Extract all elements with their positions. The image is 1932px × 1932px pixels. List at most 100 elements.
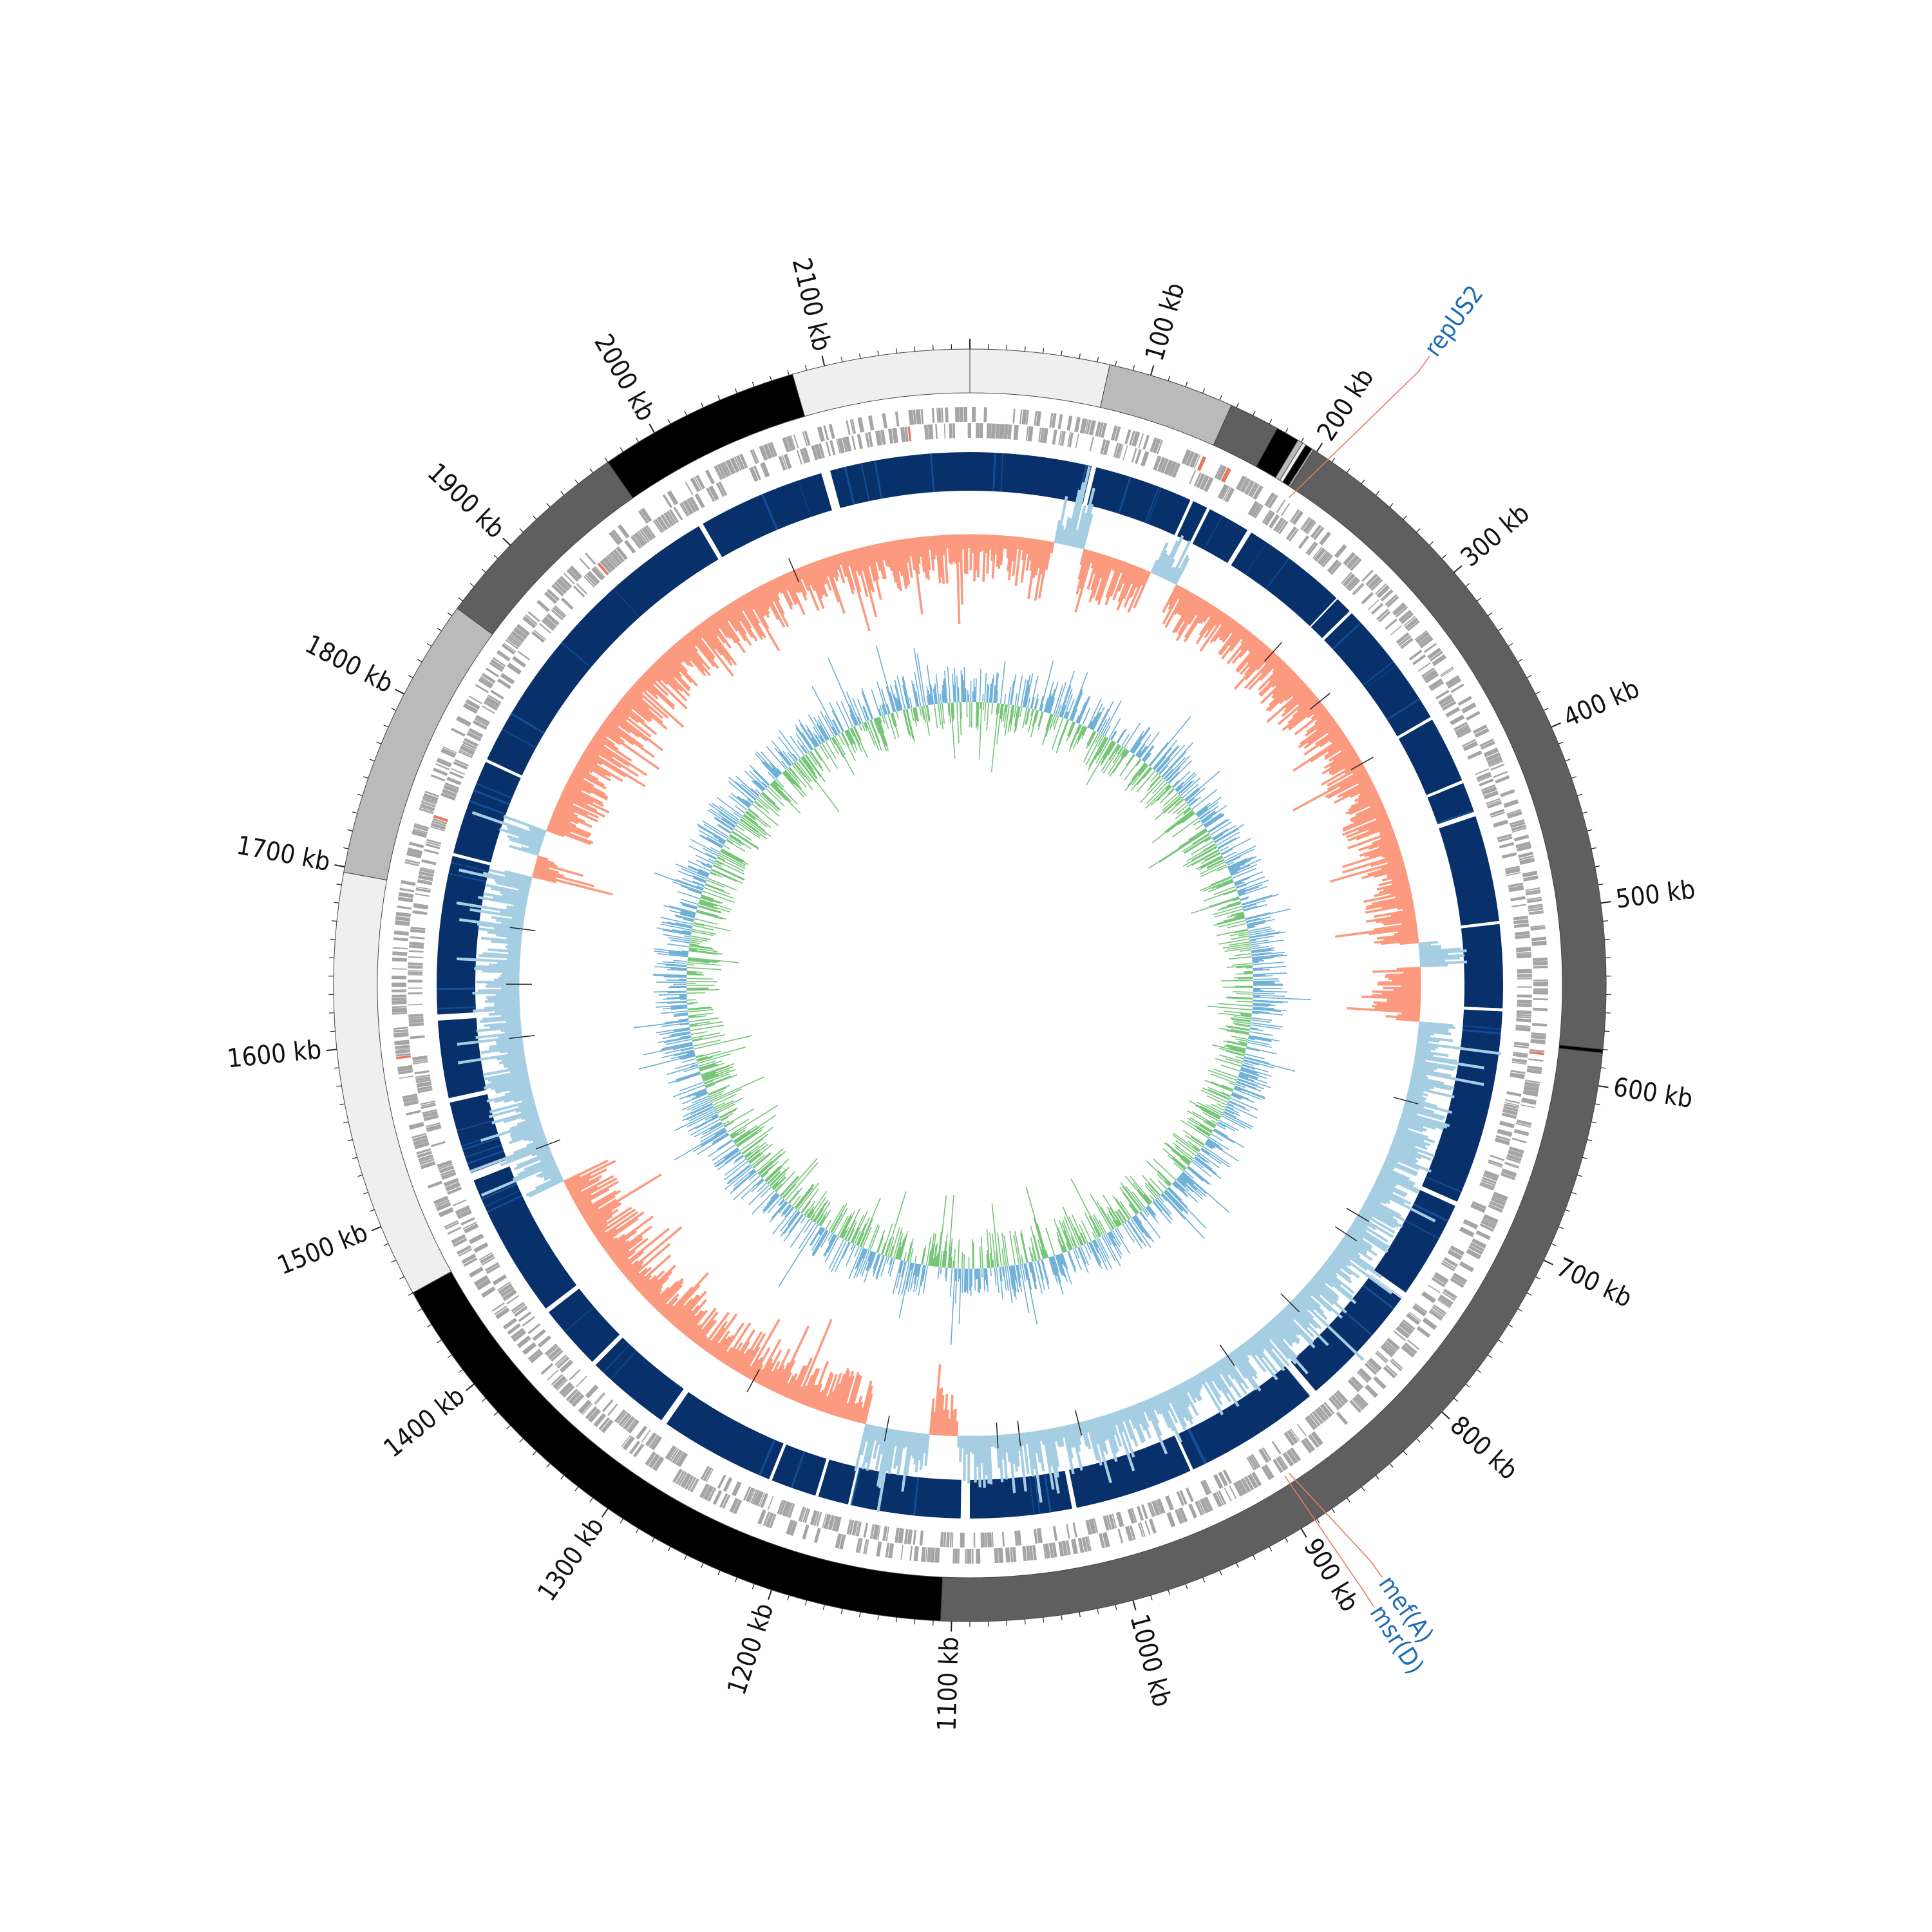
gc-content-high	[879, 705, 884, 716]
gc-content-high	[1197, 801, 1219, 818]
cds-feature	[1352, 1397, 1365, 1410]
gc-content-high	[1156, 746, 1179, 773]
gc-content-high	[699, 829, 724, 846]
cds-feature	[457, 1245, 471, 1255]
cds-feature	[1341, 572, 1352, 584]
gc-content-high	[1249, 939, 1257, 942]
minor-tick	[383, 1243, 389, 1246]
gc-content-high	[1238, 1075, 1255, 1082]
minor-tick	[620, 447, 624, 452]
gc-content-high	[1218, 837, 1240, 849]
gc-content-high	[1196, 1154, 1207, 1163]
minor-tick	[1331, 457, 1336, 462]
minor-tick	[914, 346, 916, 352]
cds-feature	[1504, 1102, 1519, 1106]
cds-feature	[393, 930, 409, 936]
gc-skew-negative	[1218, 619, 1236, 641]
gc-skew-negative	[584, 748, 646, 788]
gc-content-high	[1024, 684, 1030, 708]
gc-content-low	[1175, 806, 1191, 820]
gc-content-high	[905, 1262, 913, 1290]
cds-feature	[1513, 919, 1529, 925]
gc-content-high	[667, 921, 693, 928]
cds-feature	[1380, 1344, 1394, 1358]
minor-tick	[1097, 357, 1099, 363]
cds-feature	[1331, 1394, 1343, 1408]
cds-feature	[1276, 1457, 1287, 1472]
gc-content-low	[1003, 704, 1008, 728]
gc-content-high	[1039, 660, 1054, 712]
gc-content-high	[1012, 1265, 1016, 1281]
gc-content-high	[668, 905, 696, 914]
gc-content-high	[1132, 727, 1151, 754]
gc-content-high	[783, 1214, 804, 1242]
cds-feature	[507, 1323, 521, 1335]
gc-skew-negative	[672, 644, 694, 668]
minor-tick	[519, 528, 524, 533]
gc-content-low	[716, 1103, 735, 1114]
minor-tick	[684, 1555, 687, 1560]
gc-content-high	[699, 1127, 726, 1143]
cds-feature	[885, 1542, 890, 1558]
blast-hit-low-identity	[930, 453, 935, 493]
gc-skew-negative	[735, 1348, 750, 1372]
gc-content-low	[951, 1256, 952, 1269]
cds-feature	[1271, 1441, 1282, 1455]
cds-feature	[1155, 1499, 1162, 1515]
minor-tick	[1416, 528, 1421, 533]
gc-skew-negative	[643, 672, 669, 696]
gc-content-high	[1242, 900, 1266, 908]
gc-content-high	[1182, 1171, 1230, 1213]
gc-content-low	[949, 1238, 953, 1268]
gc-content-high	[1135, 744, 1146, 757]
minor-tick	[1602, 920, 1608, 922]
gc-content-low	[1240, 1013, 1252, 1016]
cds-feature	[900, 1544, 904, 1560]
gc-skew-negative	[642, 1264, 676, 1298]
cds-feature	[1528, 905, 1543, 909]
gc-skew-negative	[565, 784, 603, 804]
cds-feature	[1129, 430, 1135, 446]
cds-feature	[408, 974, 423, 976]
gc-content-high	[1240, 896, 1249, 900]
cds-feature	[413, 1061, 428, 1065]
gc-content-high	[690, 838, 719, 855]
gc-content-low	[1094, 1226, 1100, 1238]
tick-label: 1500 kb	[273, 1218, 372, 1281]
cds-feature	[1501, 1168, 1517, 1178]
cds-feature	[1032, 1545, 1037, 1560]
gc-content-high	[1030, 676, 1039, 709]
gc-content-low	[833, 737, 855, 775]
gc-content-low	[992, 1259, 994, 1268]
cds-feature	[1398, 609, 1412, 622]
gc-content-high	[819, 1227, 825, 1236]
gc-content-high	[658, 994, 687, 996]
cds-feature	[1510, 896, 1526, 902]
gc-content-high	[655, 1000, 687, 1004]
gc-content-high	[638, 1054, 696, 1070]
cds-feature	[1085, 1519, 1092, 1535]
cds-feature	[406, 1110, 421, 1116]
cds-feature	[1443, 1288, 1457, 1300]
gc-content-low	[761, 1160, 779, 1178]
gc-content-low	[687, 1009, 714, 1013]
gc-content-high	[1228, 1100, 1246, 1109]
minor-tick	[437, 1339, 442, 1343]
gc-content-high	[1078, 1246, 1086, 1264]
gc-content-high	[1214, 828, 1239, 844]
gc-content-high	[1224, 845, 1256, 862]
gc-content-low	[1152, 779, 1166, 794]
gc-skew-negative	[1388, 977, 1421, 980]
gc-content-low	[849, 728, 855, 737]
cds-feature	[667, 490, 679, 506]
gc-content-high	[696, 885, 704, 889]
gc-content-high	[784, 1206, 794, 1218]
cds-feature	[1342, 573, 1356, 587]
gc-content-low	[696, 1054, 704, 1057]
gc-content-high	[1016, 1264, 1021, 1288]
cds-feature	[408, 944, 424, 949]
gc-content-low	[1229, 941, 1250, 946]
gc-skew-negative	[1370, 855, 1403, 867]
gc-content-high	[1227, 1103, 1258, 1119]
cds-feature	[1124, 429, 1132, 444]
